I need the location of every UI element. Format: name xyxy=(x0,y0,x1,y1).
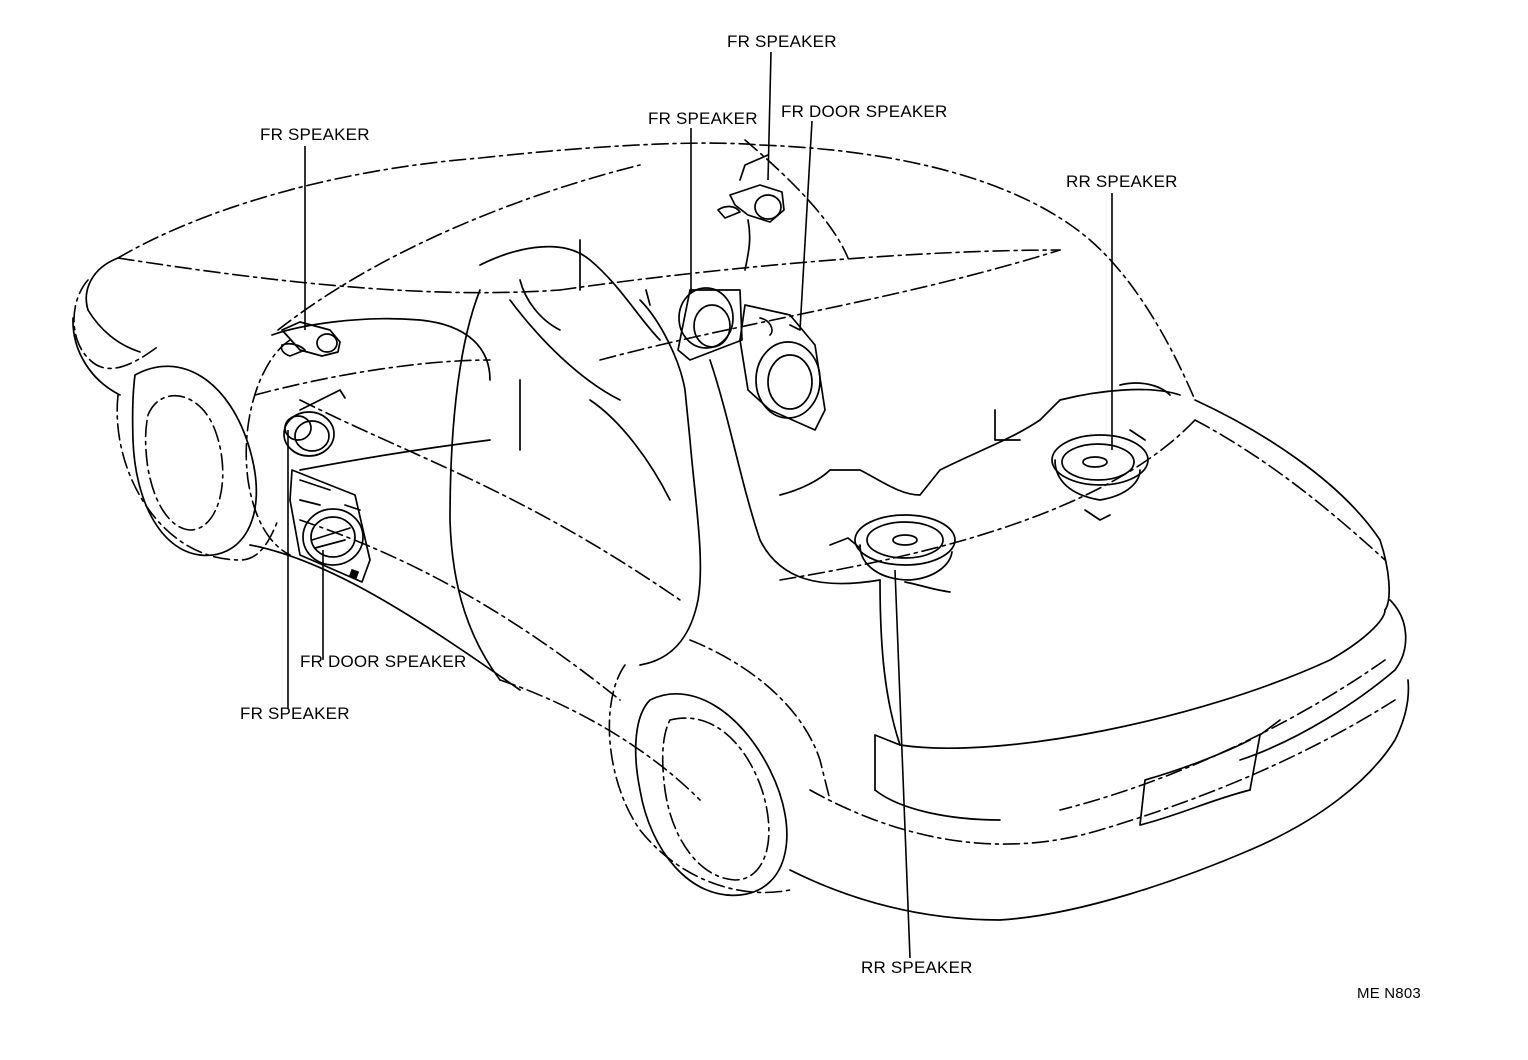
car-body xyxy=(72,139,1410,921)
fr-speaker-right-dash xyxy=(717,154,785,271)
label-fr-speaker-top: FR SPEAKER xyxy=(727,32,837,51)
rr-speaker-right xyxy=(1051,429,1149,521)
label-fr-speaker-left: FR SPEAKER xyxy=(260,125,370,144)
leader-lines xyxy=(287,51,1113,959)
fr-speaker-left-dash xyxy=(280,321,341,357)
rr-speaker-left xyxy=(829,514,956,593)
label-fr-speaker-bottom: FR SPEAKER xyxy=(240,704,350,723)
fr-door-speaker-right xyxy=(739,304,826,431)
label-fr-door-speaker-bottom: FR DOOR SPEAKER xyxy=(300,652,467,671)
fr-speaker-left-door xyxy=(283,389,346,457)
label-fr-door-speaker-top: FR DOOR SPEAKER xyxy=(781,102,948,121)
label-fr-speaker-mid: FR SPEAKER xyxy=(648,109,758,128)
label-rr-speaker-bottom: RR SPEAKER xyxy=(861,958,973,977)
label-rr-speaker-right: RR SPEAKER xyxy=(1066,172,1178,191)
reference-code: ME N803 xyxy=(1357,985,1421,1002)
fr-speaker-right-door xyxy=(645,287,743,361)
fr-door-speaker-left xyxy=(289,469,371,583)
